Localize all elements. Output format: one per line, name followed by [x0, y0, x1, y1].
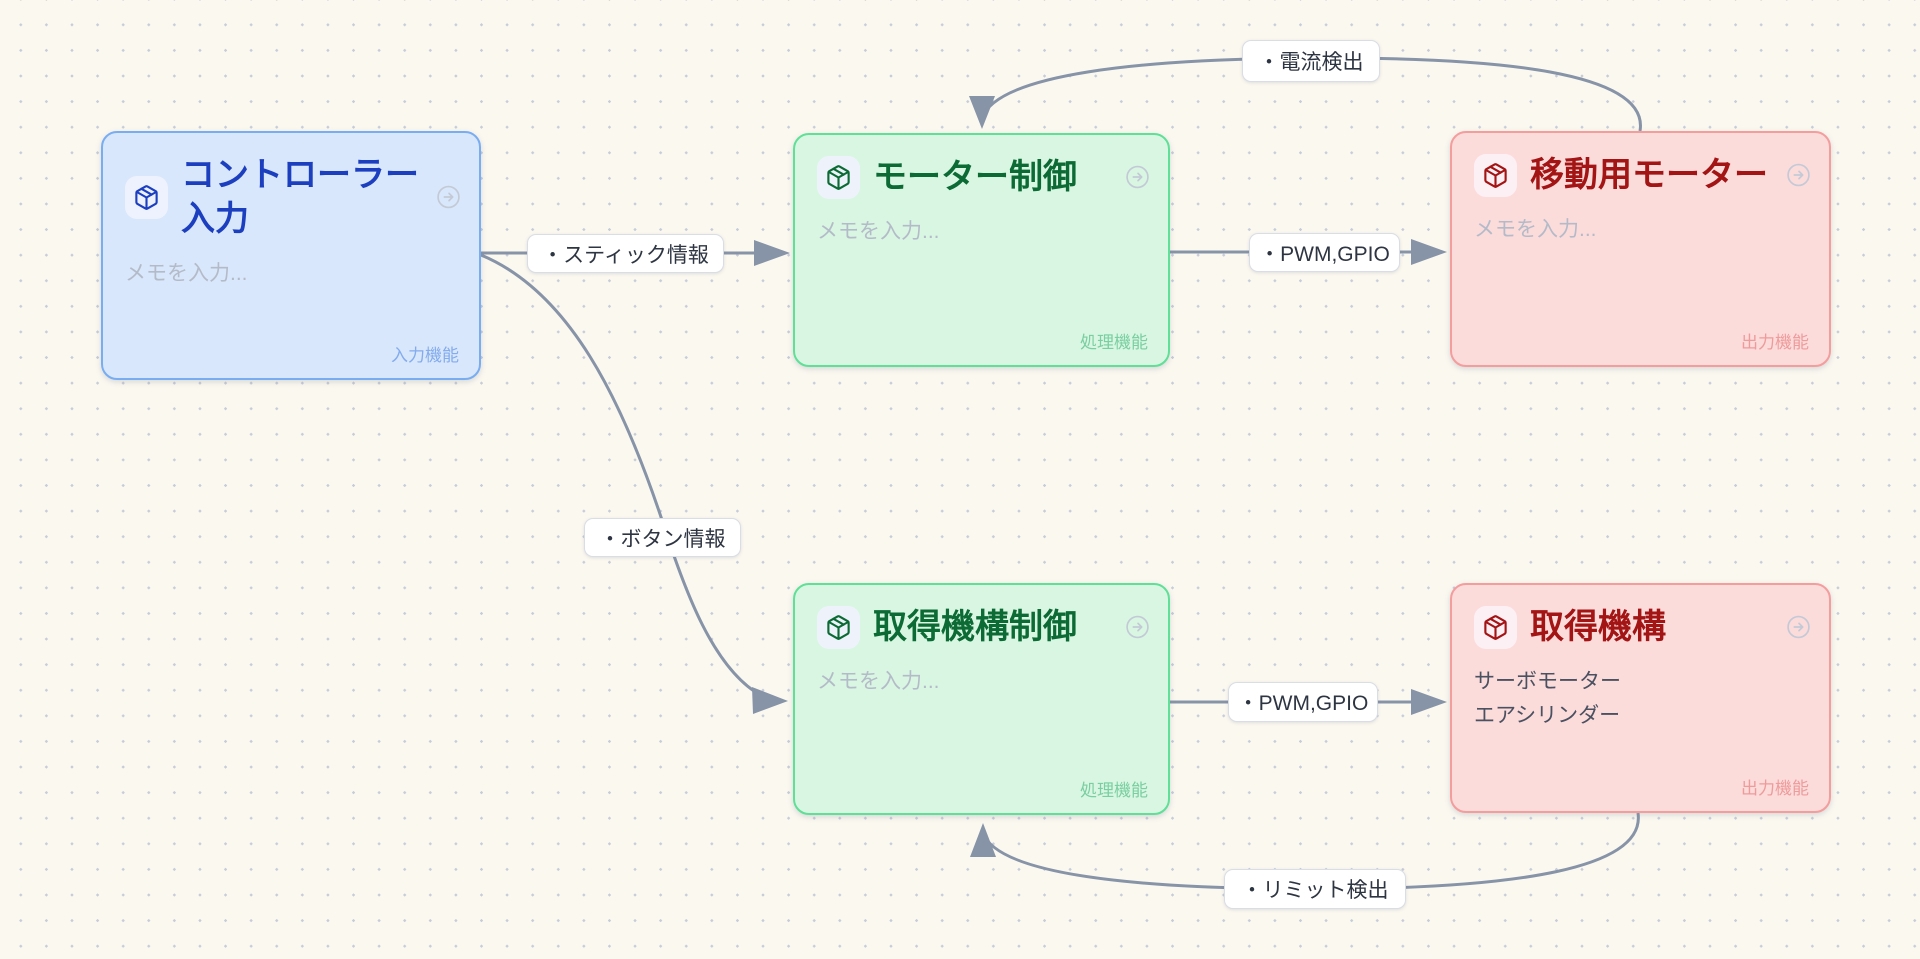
- arrow-right-circle-icon[interactable]: [436, 185, 461, 210]
- node-header: モーター制御: [817, 155, 1149, 199]
- node-controller-input[interactable]: コントローラー入力 メモを入力... 入力機能: [101, 131, 481, 380]
- edge-pwm-gpio-acquire-arrowhead: [1411, 689, 1447, 715]
- node-title: モーター制御: [873, 158, 1077, 196]
- edge-pwm-gpio-drive-arrowhead: [1411, 239, 1447, 265]
- package-cube-icon: [1474, 153, 1517, 197]
- node-note-input[interactable]: メモを入力...: [817, 670, 940, 694]
- node-category-label: 処理機能: [1080, 781, 1148, 800]
- edge-limit-detect-arrowhead: [970, 823, 996, 857]
- edge-stick-info-arrowhead: [754, 240, 790, 266]
- node-category-label: 入力機能: [391, 346, 459, 365]
- package-cube-icon: [1474, 605, 1517, 649]
- node-header: コントローラー入力: [125, 153, 460, 241]
- edge-current-detect-arrowhead: [969, 96, 995, 129]
- node-note-input[interactable]: メモを入力...: [817, 220, 940, 244]
- node-acquisition-mechanism[interactable]: 取得機構 サーボモーター エアシリンダー 出力機能: [1450, 583, 1831, 813]
- package-cube-icon: [125, 175, 168, 219]
- node-motor-control[interactable]: モーター制御 メモを入力... 処理機能: [793, 133, 1170, 367]
- arrow-right-circle-icon[interactable]: [1786, 615, 1811, 640]
- node-category-label: 処理機能: [1080, 333, 1148, 352]
- node-drive-motor[interactable]: 移動用モーター メモを入力... 出力機能: [1450, 131, 1831, 367]
- arrow-right-circle-icon[interactable]: [1125, 165, 1150, 190]
- edge-button-info-arrowhead: [752, 687, 788, 714]
- edge-label-current-detect[interactable]: ・電流検出: [1242, 40, 1380, 82]
- package-cube-icon: [817, 155, 860, 199]
- node-header: 移動用モーター: [1474, 153, 1810, 197]
- arrow-right-circle-icon[interactable]: [1786, 163, 1811, 188]
- node-title: 移動用モーター: [1530, 156, 1768, 194]
- node-category-label: 出力機能: [1741, 779, 1809, 798]
- node-acquisition-control[interactable]: 取得機構制御 メモを入力... 処理機能: [793, 583, 1170, 815]
- edge-label-button-info[interactable]: ・ボタン情報: [584, 518, 741, 557]
- edge-label-stick-info[interactable]: ・スティック情報: [527, 234, 724, 273]
- edge-label-limit-detect[interactable]: ・リミット検出: [1224, 869, 1406, 909]
- node-header: 取得機構制御: [817, 605, 1149, 649]
- node-note-input[interactable]: メモを入力...: [1474, 218, 1597, 242]
- node-note-input[interactable]: サーボモーター エアシリンダー: [1474, 670, 1621, 728]
- node-title: コントローラー入力: [181, 156, 419, 239]
- edge-label-pwm-gpio-drive[interactable]: ・PWM,GPIO: [1249, 233, 1400, 272]
- node-title: 取得機構: [1530, 608, 1666, 646]
- edge-button-info[interactable]: [480, 253, 763, 698]
- package-cube-icon: [817, 605, 860, 649]
- node-note-input[interactable]: メモを入力...: [125, 262, 248, 286]
- node-category-label: 出力機能: [1741, 333, 1809, 352]
- node-title: 取得機構制御: [873, 608, 1077, 646]
- node-header: 取得機構: [1474, 605, 1810, 649]
- arrow-right-circle-icon[interactable]: [1125, 615, 1150, 640]
- edge-label-pwm-gpio-acquire[interactable]: ・PWM,GPIO: [1228, 682, 1378, 722]
